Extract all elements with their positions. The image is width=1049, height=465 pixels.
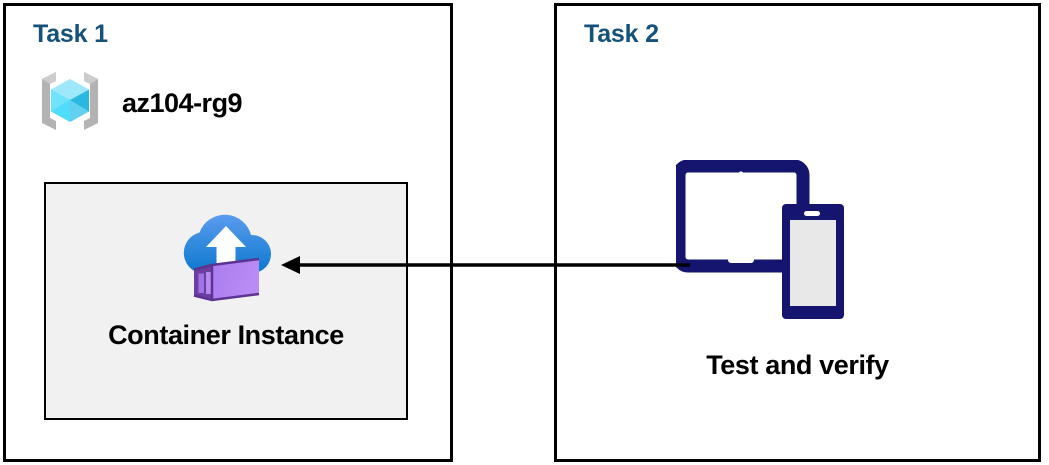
resource-group-name: az104-rg9: [122, 88, 243, 118]
test-and-verify-label: Test and verify: [706, 350, 889, 380]
container-instance-box: Container Instance: [44, 182, 408, 420]
panel-task-1-title: Task 1: [33, 20, 108, 48]
container-instance-label: Container Instance: [108, 320, 344, 350]
devices-tablet-phone-icon: [672, 159, 866, 340]
resource-group-row: az104-rg9: [34, 68, 243, 139]
azure-container-instance-icon: [174, 202, 278, 311]
panel-task-1: Task 1 az104-rg9: [3, 3, 453, 462]
azure-resource-group-icon: [34, 68, 106, 139]
panel-task-2-title: Task 2: [584, 20, 659, 48]
